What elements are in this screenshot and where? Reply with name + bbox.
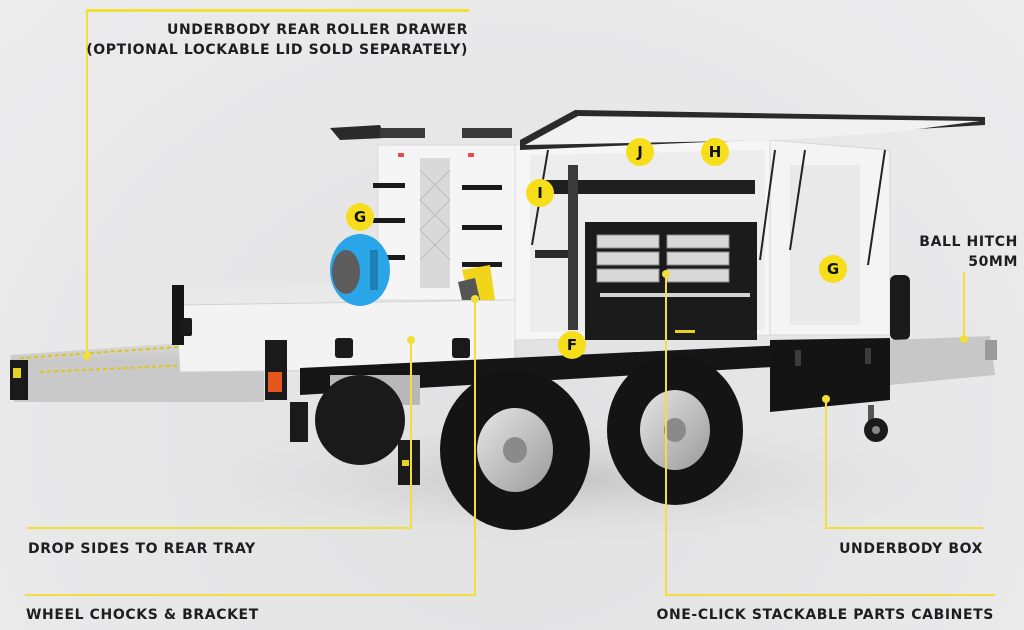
drawbar xyxy=(890,336,997,385)
underbody-box xyxy=(770,338,890,412)
leader-wheel-chocks-vertical xyxy=(474,299,476,595)
headboard-rack xyxy=(330,125,521,301)
wheel-1 xyxy=(440,370,590,530)
dot-roller-drawer xyxy=(83,352,91,360)
callout-wheel-chocks: WHEEL CHOCKS & BRACKET xyxy=(26,607,259,623)
wheel-2 xyxy=(607,355,743,505)
leader-drop-sides-horizontal xyxy=(27,527,412,529)
callout-parts-cabinets: ONE-CLICK STACKABLE PARTS CABINETS xyxy=(656,607,994,623)
callout-roller-drawer-line2: (OPTIONAL LOCKABLE LID SOLD SEPARATELY) xyxy=(86,42,468,58)
rear-wheel xyxy=(315,375,405,465)
leader-parts-cabinets-vertical xyxy=(665,274,667,595)
marker-j: J xyxy=(626,138,654,166)
callout-underbody-box: UNDERBODY BOX xyxy=(839,541,983,557)
chassis xyxy=(300,340,890,395)
dot-ball-hitch xyxy=(960,335,968,343)
leader-drop-sides-vertical xyxy=(410,340,412,528)
marker-g-side: G xyxy=(819,255,847,283)
marker-g-front: G xyxy=(346,203,374,231)
canopy-body xyxy=(514,110,985,341)
callout-ball-hitch-line2: 50MM xyxy=(968,254,1018,270)
hose-reel xyxy=(330,234,390,306)
leader-underbody-box-horizontal xyxy=(825,527,983,529)
jockey-wheel xyxy=(864,405,888,442)
leader-roller-drawer-vertical xyxy=(86,9,88,357)
marker-h: H xyxy=(701,138,729,166)
leader-parts-cabinets-horizontal xyxy=(665,594,995,596)
callout-drop-sides: DROP SIDES TO REAR TRAY xyxy=(28,541,256,557)
leader-underbody-box-vertical xyxy=(825,399,827,528)
marker-f: F xyxy=(558,331,586,359)
leader-wheel-chocks-horizontal xyxy=(25,594,476,596)
leader-roller-drawer-top xyxy=(87,9,469,12)
callout-ball-hitch: BALL HITCH 50MM xyxy=(919,232,1018,272)
callout-ball-hitch-line1: BALL HITCH xyxy=(919,234,1018,250)
leader-ball-hitch xyxy=(963,272,965,338)
callout-roller-drawer: UNDERBODY REAR ROLLER DRAWER (OPTIONAL L… xyxy=(86,20,468,60)
marker-i: I xyxy=(526,179,554,207)
callout-roller-drawer-line1: UNDERBODY REAR ROLLER DRAWER xyxy=(166,22,468,38)
